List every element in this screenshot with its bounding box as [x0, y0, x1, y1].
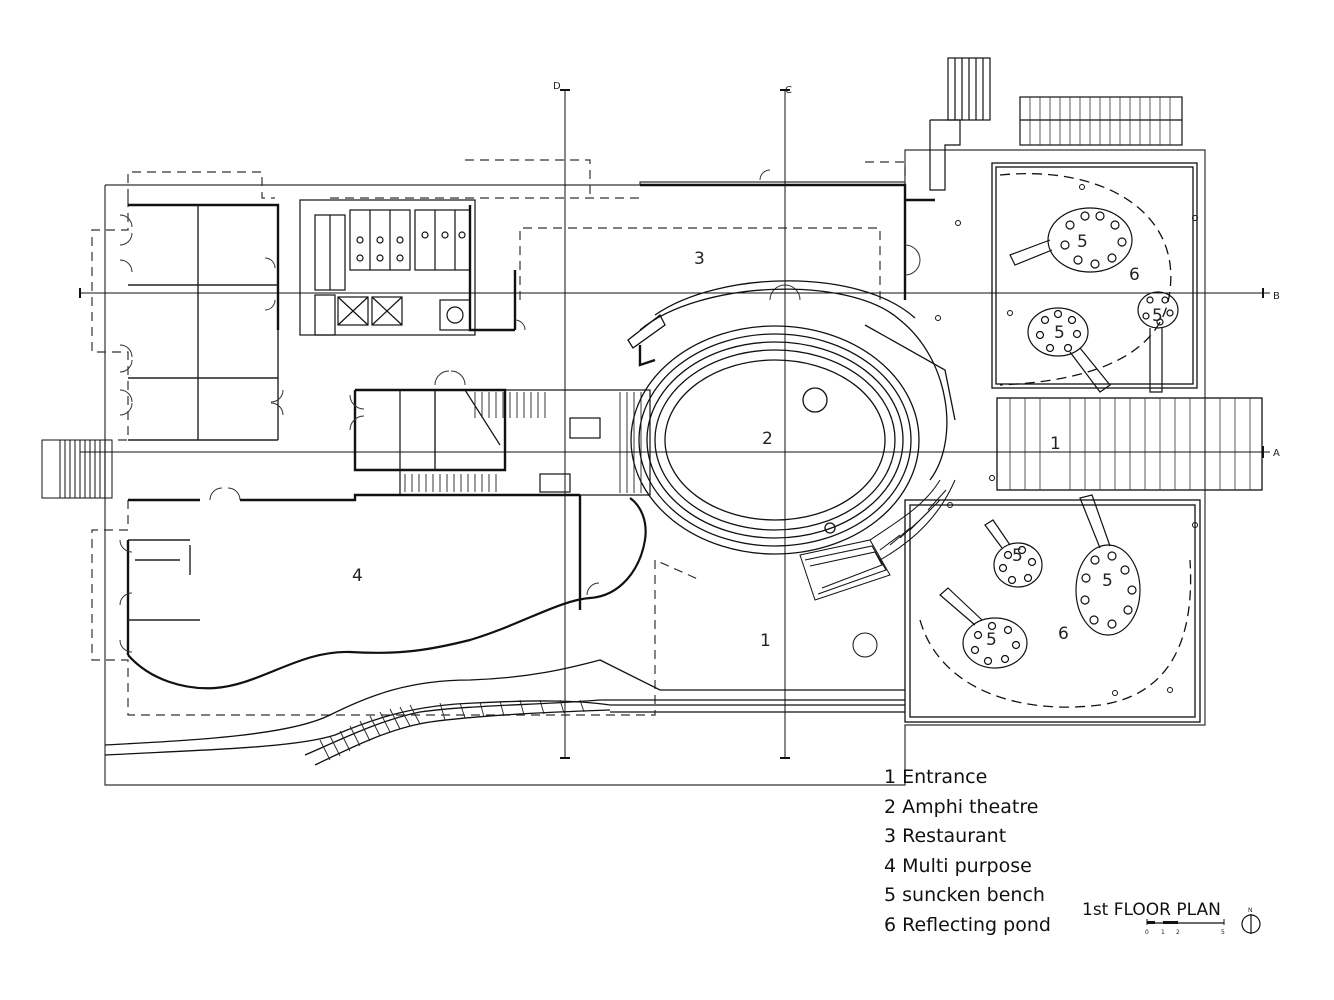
legend: 1 Entrance 2 Amphi theatre 3 Restaurant …: [884, 763, 1051, 940]
north-arrow-icon: N: [1241, 907, 1261, 934]
room-label-amphitheatre: 2: [762, 429, 773, 449]
legend-item: 3 Restaurant: [884, 825, 1007, 847]
west-stair: [41, 439, 113, 499]
deck-hatching: [1029, 97, 1171, 145]
roof-outline-dashed: [91, 159, 906, 716]
scale-tick-1: 1: [1161, 929, 1165, 936]
grid-labels: D C B A: [553, 81, 1280, 459]
walls: [126, 183, 935, 655]
room-labels: 3 2 4 1 1 5 6 5 5 5 5 5 6: [352, 232, 1163, 651]
room-label-multipurpose: 4: [352, 566, 363, 586]
room-label-bench-ne-1: 5: [1077, 232, 1088, 252]
legend-item: 2 Amphi theatre: [884, 795, 1039, 818]
service-counter: [399, 389, 651, 496]
scale-bar: 0 1 2 5: [1145, 919, 1225, 936]
grid-label-c: C: [785, 85, 792, 96]
grid-label-a: A: [1273, 448, 1280, 459]
room-label-bench-se-3: 5: [986, 630, 997, 650]
north-stair: [929, 57, 1183, 191]
room-label-pond-se: 6: [1058, 624, 1069, 644]
bridge-hatching: [1009, 398, 1251, 490]
site-boundary: [104, 149, 1206, 786]
room-label-pond-ne: 6: [1129, 265, 1140, 285]
legend-item: 5 suncken bench: [884, 884, 1045, 906]
legend-item: 4 Multi purpose: [884, 854, 1032, 877]
reflecting-pond-north: [991, 162, 1198, 389]
room-label-restaurant: 3: [694, 249, 705, 269]
reflecting-pond-south: [904, 499, 1201, 723]
room-label-bench-ne-2: 5: [1054, 323, 1065, 343]
scale-tick-5: 5: [1221, 929, 1225, 936]
room-label-bench-ne-3: 5: [1152, 306, 1163, 326]
legend-item: 6 Reflecting pond: [884, 913, 1051, 936]
grid-lines: [79, 89, 1270, 759]
grid-label-d: D: [553, 81, 561, 92]
walkway-hatching: [319, 699, 585, 761]
north-label: N: [1248, 907, 1253, 914]
toilet-block: [299, 199, 476, 336]
door-swings: [119, 169, 921, 653]
room-label-bench-se-2: 5: [1102, 571, 1113, 591]
sunken-benches: [939, 207, 1179, 669]
amphitheatre: [627, 280, 956, 555]
counter-hatching: [404, 392, 642, 493]
partitions: [128, 205, 436, 621]
plan-title: 1st FLOOR PLAN: [1082, 900, 1221, 920]
room-label-bench-se-1: 5: [1012, 546, 1023, 566]
curved-walls: [127, 497, 647, 690]
plaza-markers: [852, 184, 1198, 696]
room-label-entrance-east: 1: [1050, 434, 1061, 454]
amphi-steps: [799, 479, 956, 601]
scale-tick-2: 2: [1176, 929, 1180, 936]
scale-tick-0: 0: [1145, 929, 1149, 936]
grid-label-b: B: [1273, 291, 1280, 302]
legend-item: 1 Entrance: [884, 766, 988, 788]
room-label-entrance-south: 1: [760, 631, 771, 651]
entrance-bridge: [996, 397, 1263, 491]
